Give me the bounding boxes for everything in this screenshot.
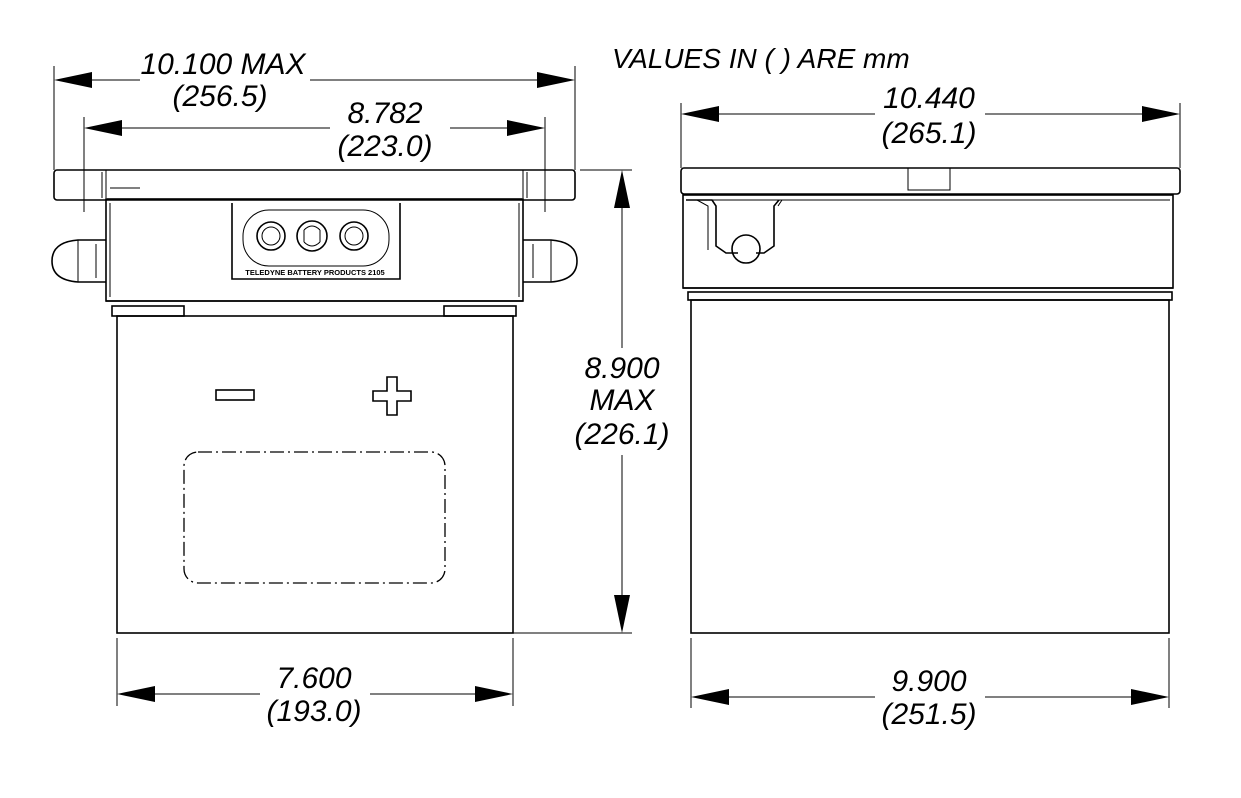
- units-note: VALUES IN ( ) ARE mm: [612, 43, 910, 74]
- terminal-stud-right: [339, 221, 369, 251]
- terminal-recess: TELEDYNE BATTERY PRODUCTS 2105: [231, 203, 401, 280]
- dim-mount-width-inch: 8.782: [347, 97, 422, 130]
- dim-side-base-width-mm: (251.5): [881, 698, 976, 731]
- dim-side-base-width-inch: 9.900: [891, 665, 966, 698]
- dim-side-base-width: 9.900 (251.5): [690, 638, 1170, 731]
- dim-height-max: MAX: [589, 384, 655, 417]
- side-upper-housing: [682, 194, 1174, 289]
- terminal-socket-center: [296, 220, 328, 252]
- nameplate-text: TELEDYNE BATTERY PRODUCTS 2105: [245, 268, 384, 277]
- dim-height-mm: (226.1): [574, 418, 669, 451]
- front-side-knobs: [51, 239, 578, 283]
- positive-symbol: [372, 376, 412, 416]
- dim-height: 8.900 MAX (226.1): [513, 169, 670, 634]
- dim-side-top-width: 10.440 (265.1): [680, 82, 1181, 168]
- side-lid: [680, 167, 1181, 195]
- dim-height-inch: 8.900: [584, 352, 659, 385]
- dim-mount-width: 8.782 (223.0): [83, 97, 546, 212]
- dim-side-top-width-inch: 10.440: [883, 82, 975, 115]
- dim-side-top-width-mm: (265.1): [881, 117, 976, 150]
- dim-overall-width-inch: 10.100 MAX: [140, 48, 306, 81]
- dim-overall-width-mm: (256.5): [172, 80, 267, 113]
- front-lid: [53, 169, 576, 201]
- dim-overall-width: 10.100 MAX (256.5): [53, 48, 576, 170]
- negative-symbol: [215, 389, 255, 401]
- side-view: [680, 167, 1181, 634]
- dim-front-base-width: 7.600 (193.0): [116, 638, 514, 728]
- side-handle-knob: [731, 234, 761, 264]
- dim-front-base-width-inch: 7.600: [276, 662, 351, 695]
- dim-front-base-width-mm: (193.0): [266, 695, 361, 728]
- label-area: [183, 451, 446, 584]
- front-lower-body: [106, 300, 523, 634]
- front-view: TELEDYNE BATTERY PRODUCTS 2105: [51, 169, 578, 634]
- side-lower-body: [683, 287, 1173, 634]
- polarity-symbols: [215, 376, 412, 416]
- terminal-stud-left: [256, 221, 286, 251]
- dim-mount-width-mm: (223.0): [337, 130, 432, 163]
